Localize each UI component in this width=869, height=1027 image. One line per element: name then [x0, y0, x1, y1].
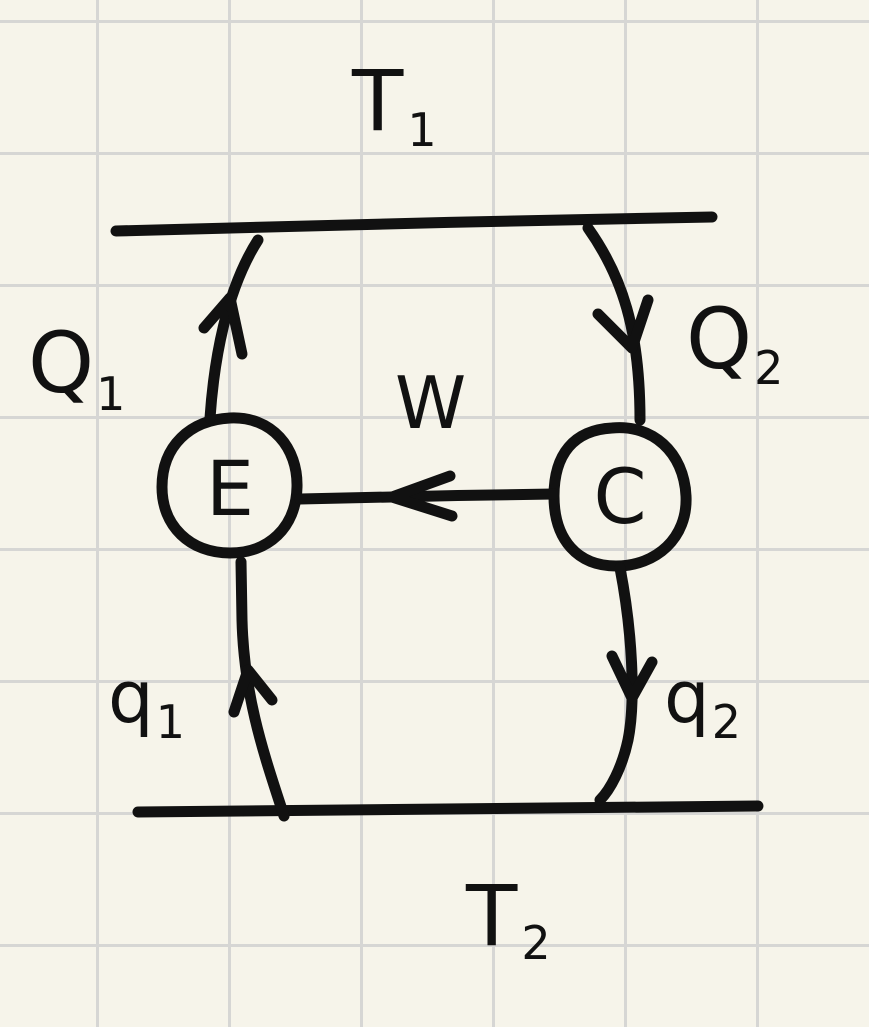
hot-reservoir-subscript: 1 [407, 103, 436, 157]
cold-reservoir-label: T2 [465, 867, 551, 970]
hot-reservoir-line [110, 211, 718, 237]
engine-label: E [206, 444, 254, 533]
q2-lower-arrowhead [606, 650, 658, 704]
cold-reservoir-subscript: 2 [521, 916, 550, 970]
q2-lower-flow-line [594, 562, 638, 806]
q1-lower-label: q1 [108, 655, 185, 749]
work-flow-line [294, 488, 560, 505]
q1-upper-label: Q1 [28, 314, 125, 421]
q1-lower-arrowhead [228, 664, 278, 718]
q2-upper-arrowhead [592, 294, 654, 354]
q2-upper-flow-line [582, 222, 646, 426]
q1-lower-subscript: 1 [156, 695, 185, 749]
q1-upper-subscript: 1 [96, 367, 125, 421]
engine-circle [156, 412, 303, 559]
q2-lower-subscript: 2 [712, 695, 741, 749]
work-arrowhead [386, 470, 458, 522]
q1-upper-arrowhead [198, 292, 248, 360]
q1-lower-flow-line [235, 556, 290, 822]
cold-reservoir-line [132, 800, 764, 818]
q2-upper-label: Q2 [686, 290, 783, 395]
work-label: W [395, 361, 466, 445]
q1-upper-flow-line [204, 234, 264, 424]
q2-lower-label: q2 [664, 655, 741, 749]
cooler-label: C [593, 452, 646, 541]
q2-upper-subscript: 2 [754, 341, 783, 395]
hot-reservoir-label: T1 [351, 52, 437, 157]
